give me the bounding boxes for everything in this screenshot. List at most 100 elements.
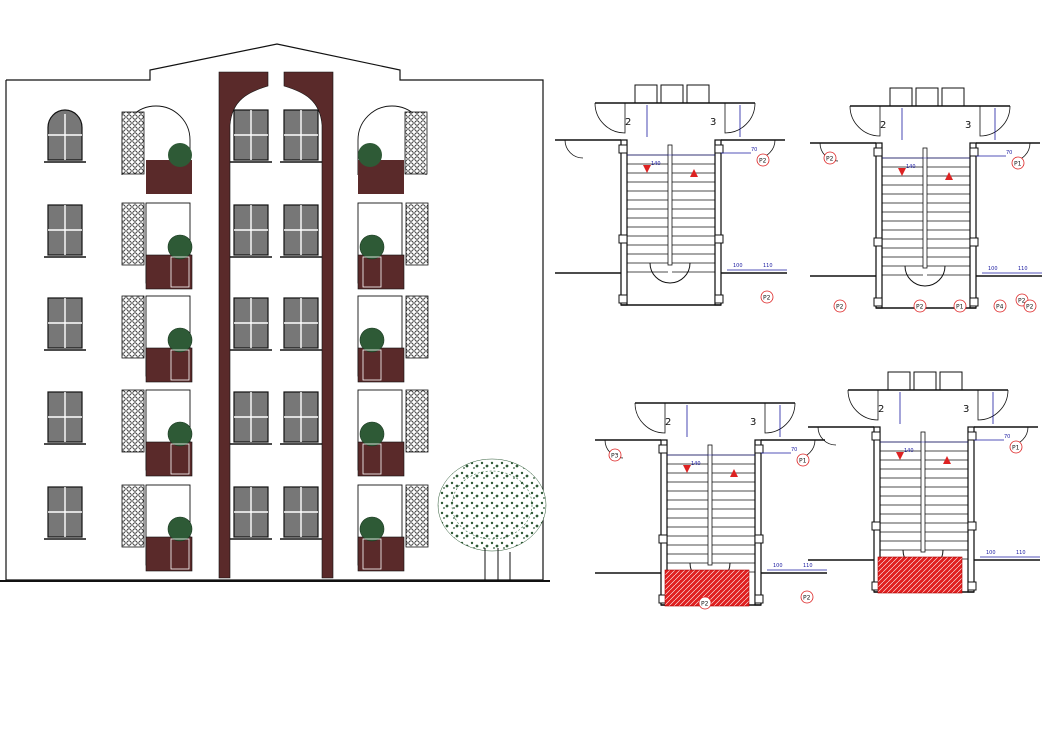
lift-cab-2 [660,84,684,104]
dimension-text: 140 [691,461,701,467]
planter-shrub [359,234,385,260]
column [658,444,668,454]
dimension-text: 140 [651,161,661,167]
window [44,391,86,445]
dimension-text: 70 [791,447,797,453]
dimension-text: 70 [1004,434,1010,440]
lift-cab-2 [913,371,937,391]
ref-tag-circle [1011,156,1025,170]
balcony [357,389,429,477]
planter-shrub [359,516,385,542]
window [44,297,86,351]
door-swing-right [764,402,796,434]
stair-turn [649,262,691,284]
stair-wall-right [754,439,762,606]
ref-tag-circle [823,151,837,165]
ref-tag-circle [756,153,770,167]
column [714,294,724,304]
stair-number-left: 2 [878,404,884,415]
column [967,521,977,531]
stair-number-right: 3 [965,120,971,131]
stair-number-left: 2 [665,417,671,428]
stair-number-right: 3 [963,404,969,415]
planter-shrub [168,143,192,167]
balcony-parapet [145,536,193,572]
balcony [357,295,429,383]
door-swing-left [849,105,881,137]
column [969,147,979,157]
stair-wall-left [875,142,883,309]
ref-tag-label: P2 [803,595,811,602]
column [714,234,724,244]
planter-shrub [167,516,193,542]
fire-marker-up [690,169,698,177]
column [658,534,668,544]
ref-tag-label: P4 [996,304,1004,311]
planter-stand [362,538,382,570]
dimension-text: 100 [733,263,743,269]
lift-cab-3 [686,84,710,104]
dimension-text: 140 [904,448,914,454]
stair-number-left: 2 [880,120,886,131]
window [44,486,86,540]
ref-tag-label: P1 [799,458,807,465]
tree-elevation [437,458,547,580]
lift-cab-1 [889,87,913,107]
column [714,144,724,154]
column [873,297,883,307]
stair-wall-right [714,139,722,306]
column [873,147,883,157]
window [230,297,272,351]
window [230,486,272,540]
column [969,297,979,307]
door-swing-right [979,105,1011,137]
window [280,109,322,163]
dimension-text: 110 [763,263,773,269]
lattice-screen [405,484,429,548]
ref-tag-label: P2 [763,295,771,302]
brick-arch-frame-right [283,71,334,579]
fire-marker-down [643,165,651,173]
dimension-text: 110 [803,563,813,569]
ref-tag-circle [953,299,967,313]
lattice-screen [121,389,145,453]
lift-cab-3 [939,371,963,391]
window [230,391,272,445]
hatched-slab [877,556,963,594]
ref-tag-label: P2 [916,304,924,311]
window [280,204,322,258]
lift-cab-1 [634,84,658,104]
column [871,431,881,441]
door-swing-side-left [817,426,837,446]
ref-tag-circle [800,590,814,604]
stair-handrail [922,147,928,269]
dimension-text: 70 [751,147,757,153]
stair-handrail [667,144,673,266]
balcony-grid [121,105,429,572]
column [873,237,883,247]
stair-handrail [920,431,926,553]
balcony [121,484,193,572]
brick-arch-frame [218,71,269,579]
ref-tag-circle [833,299,847,313]
lattice-screen [121,111,145,175]
lattice-screen [121,202,145,266]
door-swing-right [977,389,1009,421]
stair-turn [904,265,946,287]
column [967,431,977,441]
building-elevation [0,43,550,582]
column [967,581,977,591]
dimension-text: 70 [1006,150,1012,156]
door-swing-left [594,102,626,134]
balcony [357,202,429,290]
column [618,294,628,304]
dimension-text: 100 [988,266,998,272]
ref-tag-label: P2 [1018,298,1026,305]
window [44,109,86,163]
dimension-text: 100 [986,550,996,556]
lattice-screen [405,389,429,453]
